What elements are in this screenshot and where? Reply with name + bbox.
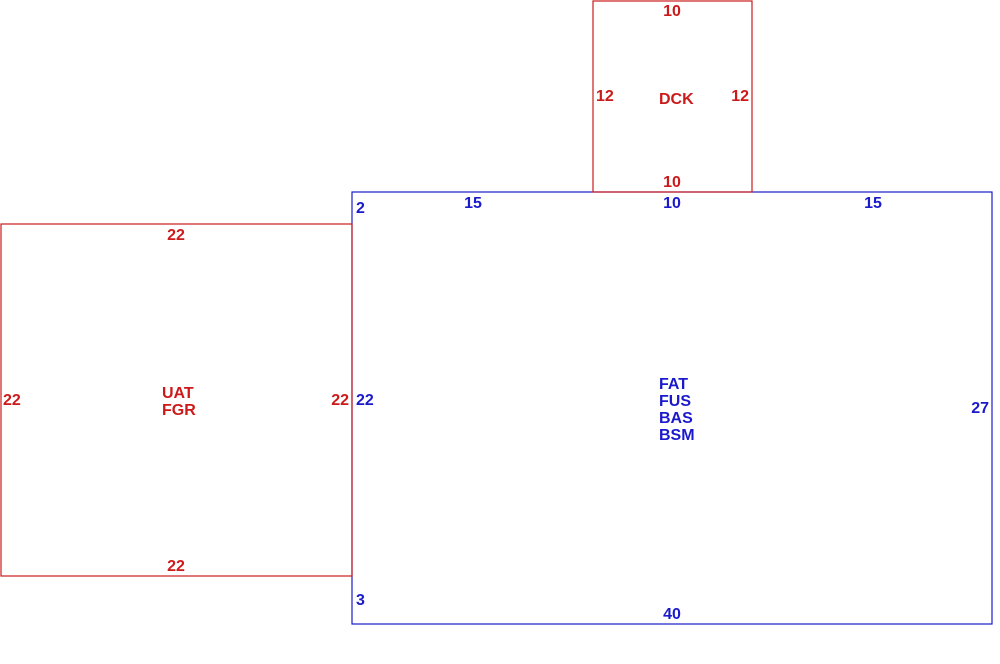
- garage-area-code: FGR: [162, 402, 196, 419]
- main-area-code: BAS: [659, 410, 693, 427]
- main-top-middle-dimension: 10: [663, 195, 681, 212]
- garage-area[interactable]: 22 22 22 22 UAT FGR: [0, 223, 353, 577]
- deck-top-dimension: 10: [663, 3, 681, 20]
- garage-area-code: UAT: [162, 385, 194, 402]
- main-step-bottom-dimension: 3: [356, 592, 365, 609]
- garage-bottom-dimension: 22: [167, 558, 185, 575]
- main-area[interactable]: 15 10 15 27 40 22 2 3 FAT FUS BAS BSM: [351, 191, 993, 625]
- main-area-code: FUS: [659, 393, 691, 410]
- main-top-left-dimension: 15: [464, 195, 482, 212]
- deck-area-outline: [592, 0, 753, 193]
- main-top-right-dimension: 15: [864, 195, 882, 212]
- deck-area-code: DCK: [659, 91, 694, 108]
- garage-area-outline: [0, 223, 353, 577]
- deck-right-dimension: 12: [731, 88, 749, 105]
- main-area-code: BSM: [659, 427, 695, 444]
- deck-bottom-dimension: 10: [663, 174, 681, 191]
- deck-area[interactable]: 10 12 12 10 DCK: [592, 0, 753, 193]
- main-area-code: FAT: [659, 376, 688, 393]
- main-bottom-dimension: 40: [663, 606, 681, 623]
- garage-top-dimension: 22: [167, 227, 185, 244]
- main-right-dimension: 27: [971, 400, 989, 417]
- main-left-dimension: 22: [356, 392, 374, 409]
- garage-right-dimension: 22: [331, 392, 349, 409]
- main-step-top-dimension: 2: [356, 200, 365, 217]
- deck-left-dimension: 12: [596, 88, 614, 105]
- garage-left-dimension: 22: [3, 392, 21, 409]
